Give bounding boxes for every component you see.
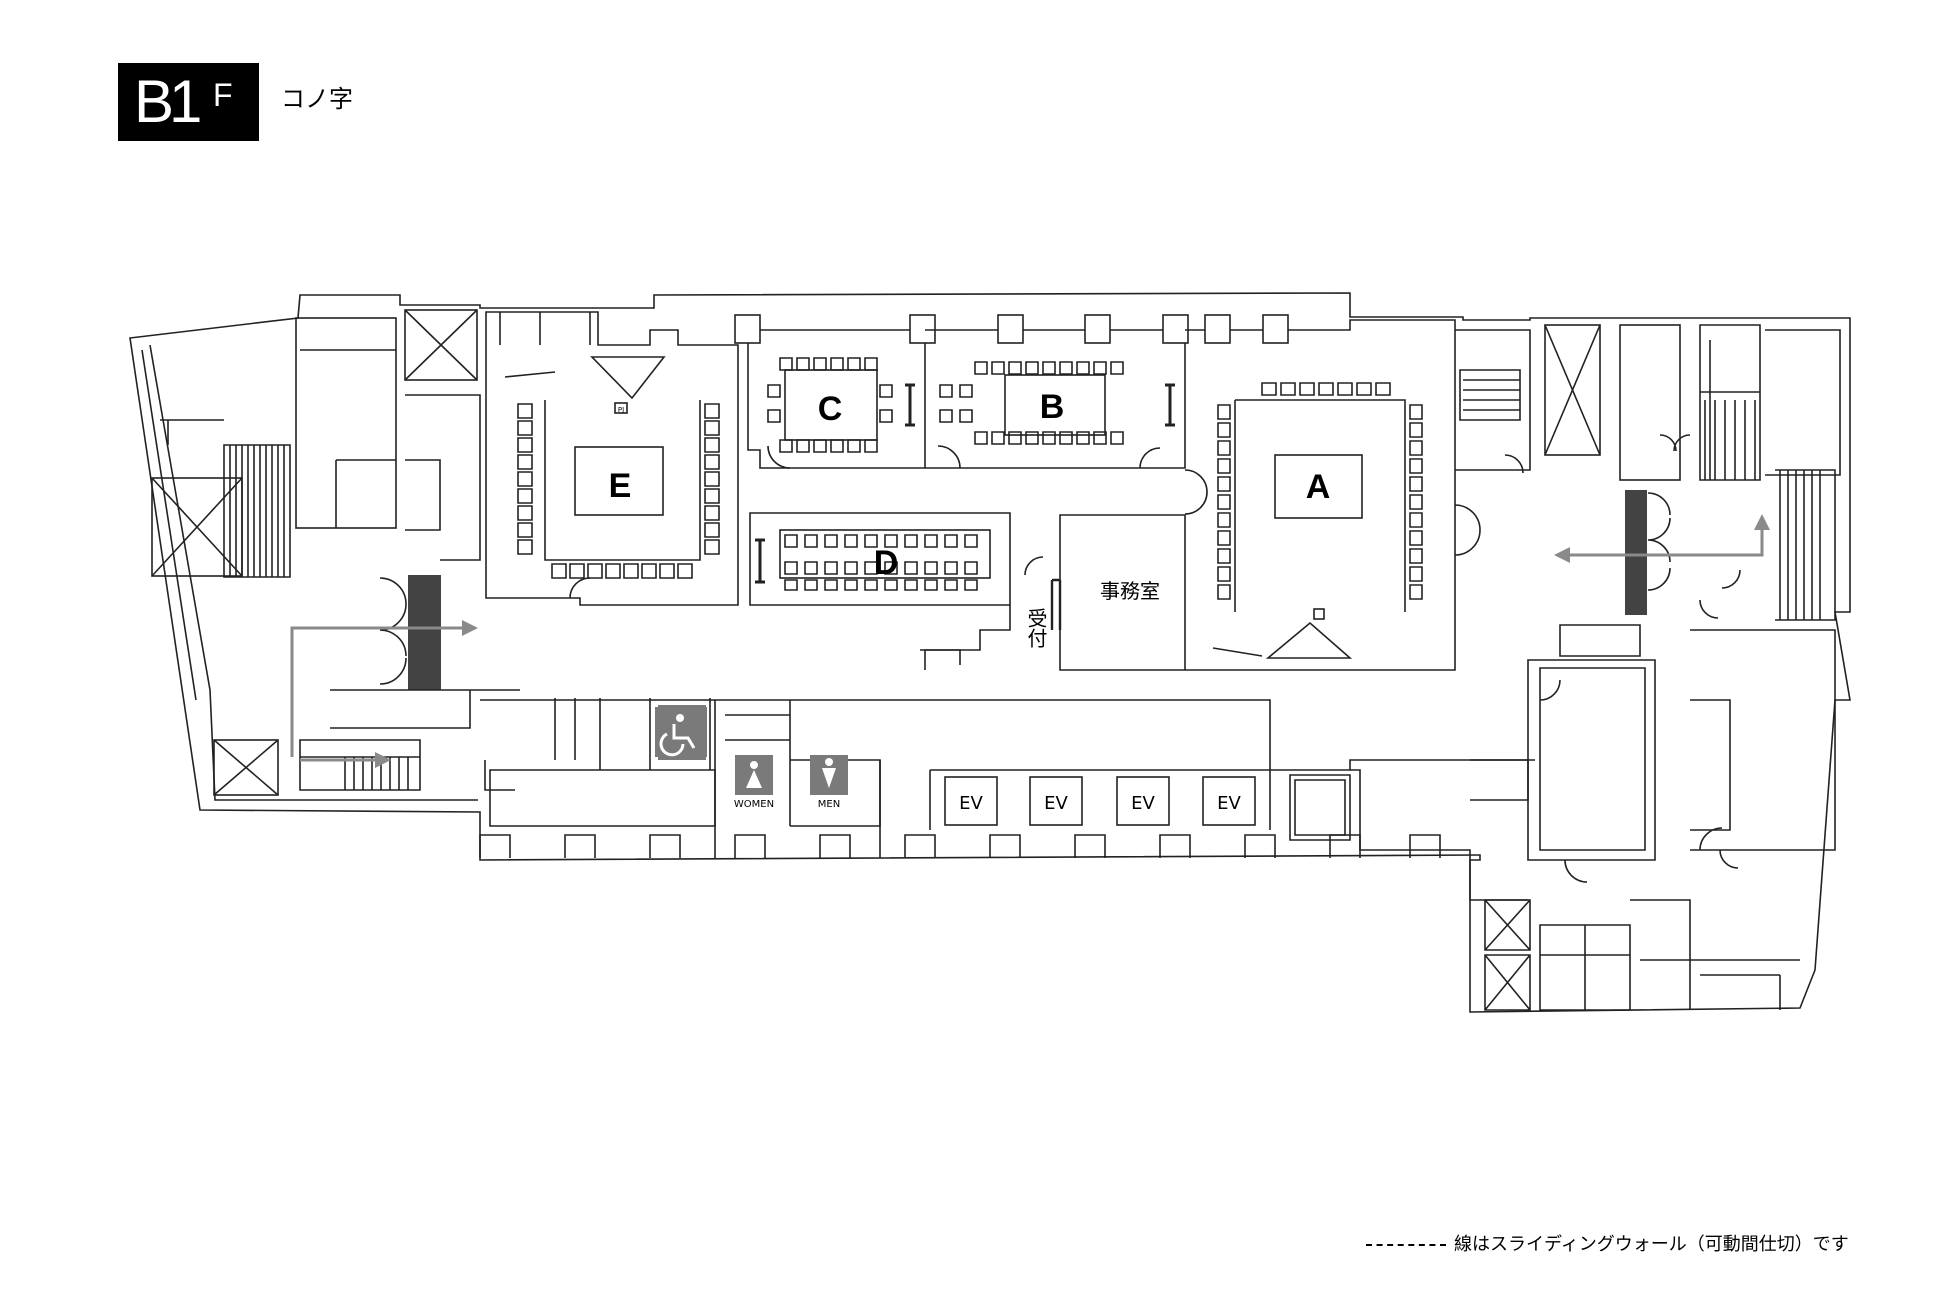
elevator-3-label: EV	[1131, 793, 1155, 814]
men-restroom-icon	[810, 755, 848, 795]
room-d-label: D	[874, 544, 899, 582]
room-e-walls	[485, 311, 739, 606]
elevator-2	[1029, 776, 1083, 826]
room-a-walls	[1185, 319, 1456, 671]
women-label: WOMEN	[734, 799, 774, 810]
elevator-3	[1116, 776, 1170, 826]
room-e-label: E	[609, 467, 632, 505]
room-a-label: A	[1306, 468, 1331, 506]
room-b-chairs	[939, 361, 1124, 445]
layout-name: コノ字	[281, 85, 353, 113]
room-c-label: C	[818, 390, 843, 428]
room-b-walls	[925, 329, 1186, 469]
building-outline	[129, 292, 1851, 1013]
room-c-chairs	[767, 357, 893, 453]
circulation-arrows	[290, 514, 1770, 768]
elevator-2-label: EV	[1044, 793, 1068, 814]
elevator-1	[944, 776, 998, 826]
reception-label: 受付	[1024, 608, 1048, 648]
men-label: MEN	[818, 799, 840, 810]
floor-suffix: F	[213, 77, 233, 113]
elevator-4-label: EV	[1217, 793, 1241, 814]
room-b-label: B	[1040, 388, 1065, 426]
room-d-chairs	[784, 534, 978, 591]
projector-label: PJ	[618, 406, 624, 414]
room-a-chairs	[1217, 382, 1423, 600]
legend-text: 線はスライディングウォール（可動間仕切）です	[1454, 1234, 1849, 1255]
women-restroom-icon	[735, 755, 773, 795]
office-label: 事務室	[1100, 579, 1160, 603]
legend: 線はスライディングウォール（可動間仕切）です	[1366, 1234, 1849, 1256]
room-e-chairs	[517, 403, 720, 579]
accessible-restroom-icon	[655, 707, 707, 757]
floor-badge: B1 F	[118, 63, 259, 141]
sliding-wall-line-sample	[1366, 1244, 1446, 1246]
floor-number: B1	[134, 68, 202, 135]
elevator-1-label: EV	[959, 793, 983, 814]
elevator-4	[1202, 776, 1256, 826]
